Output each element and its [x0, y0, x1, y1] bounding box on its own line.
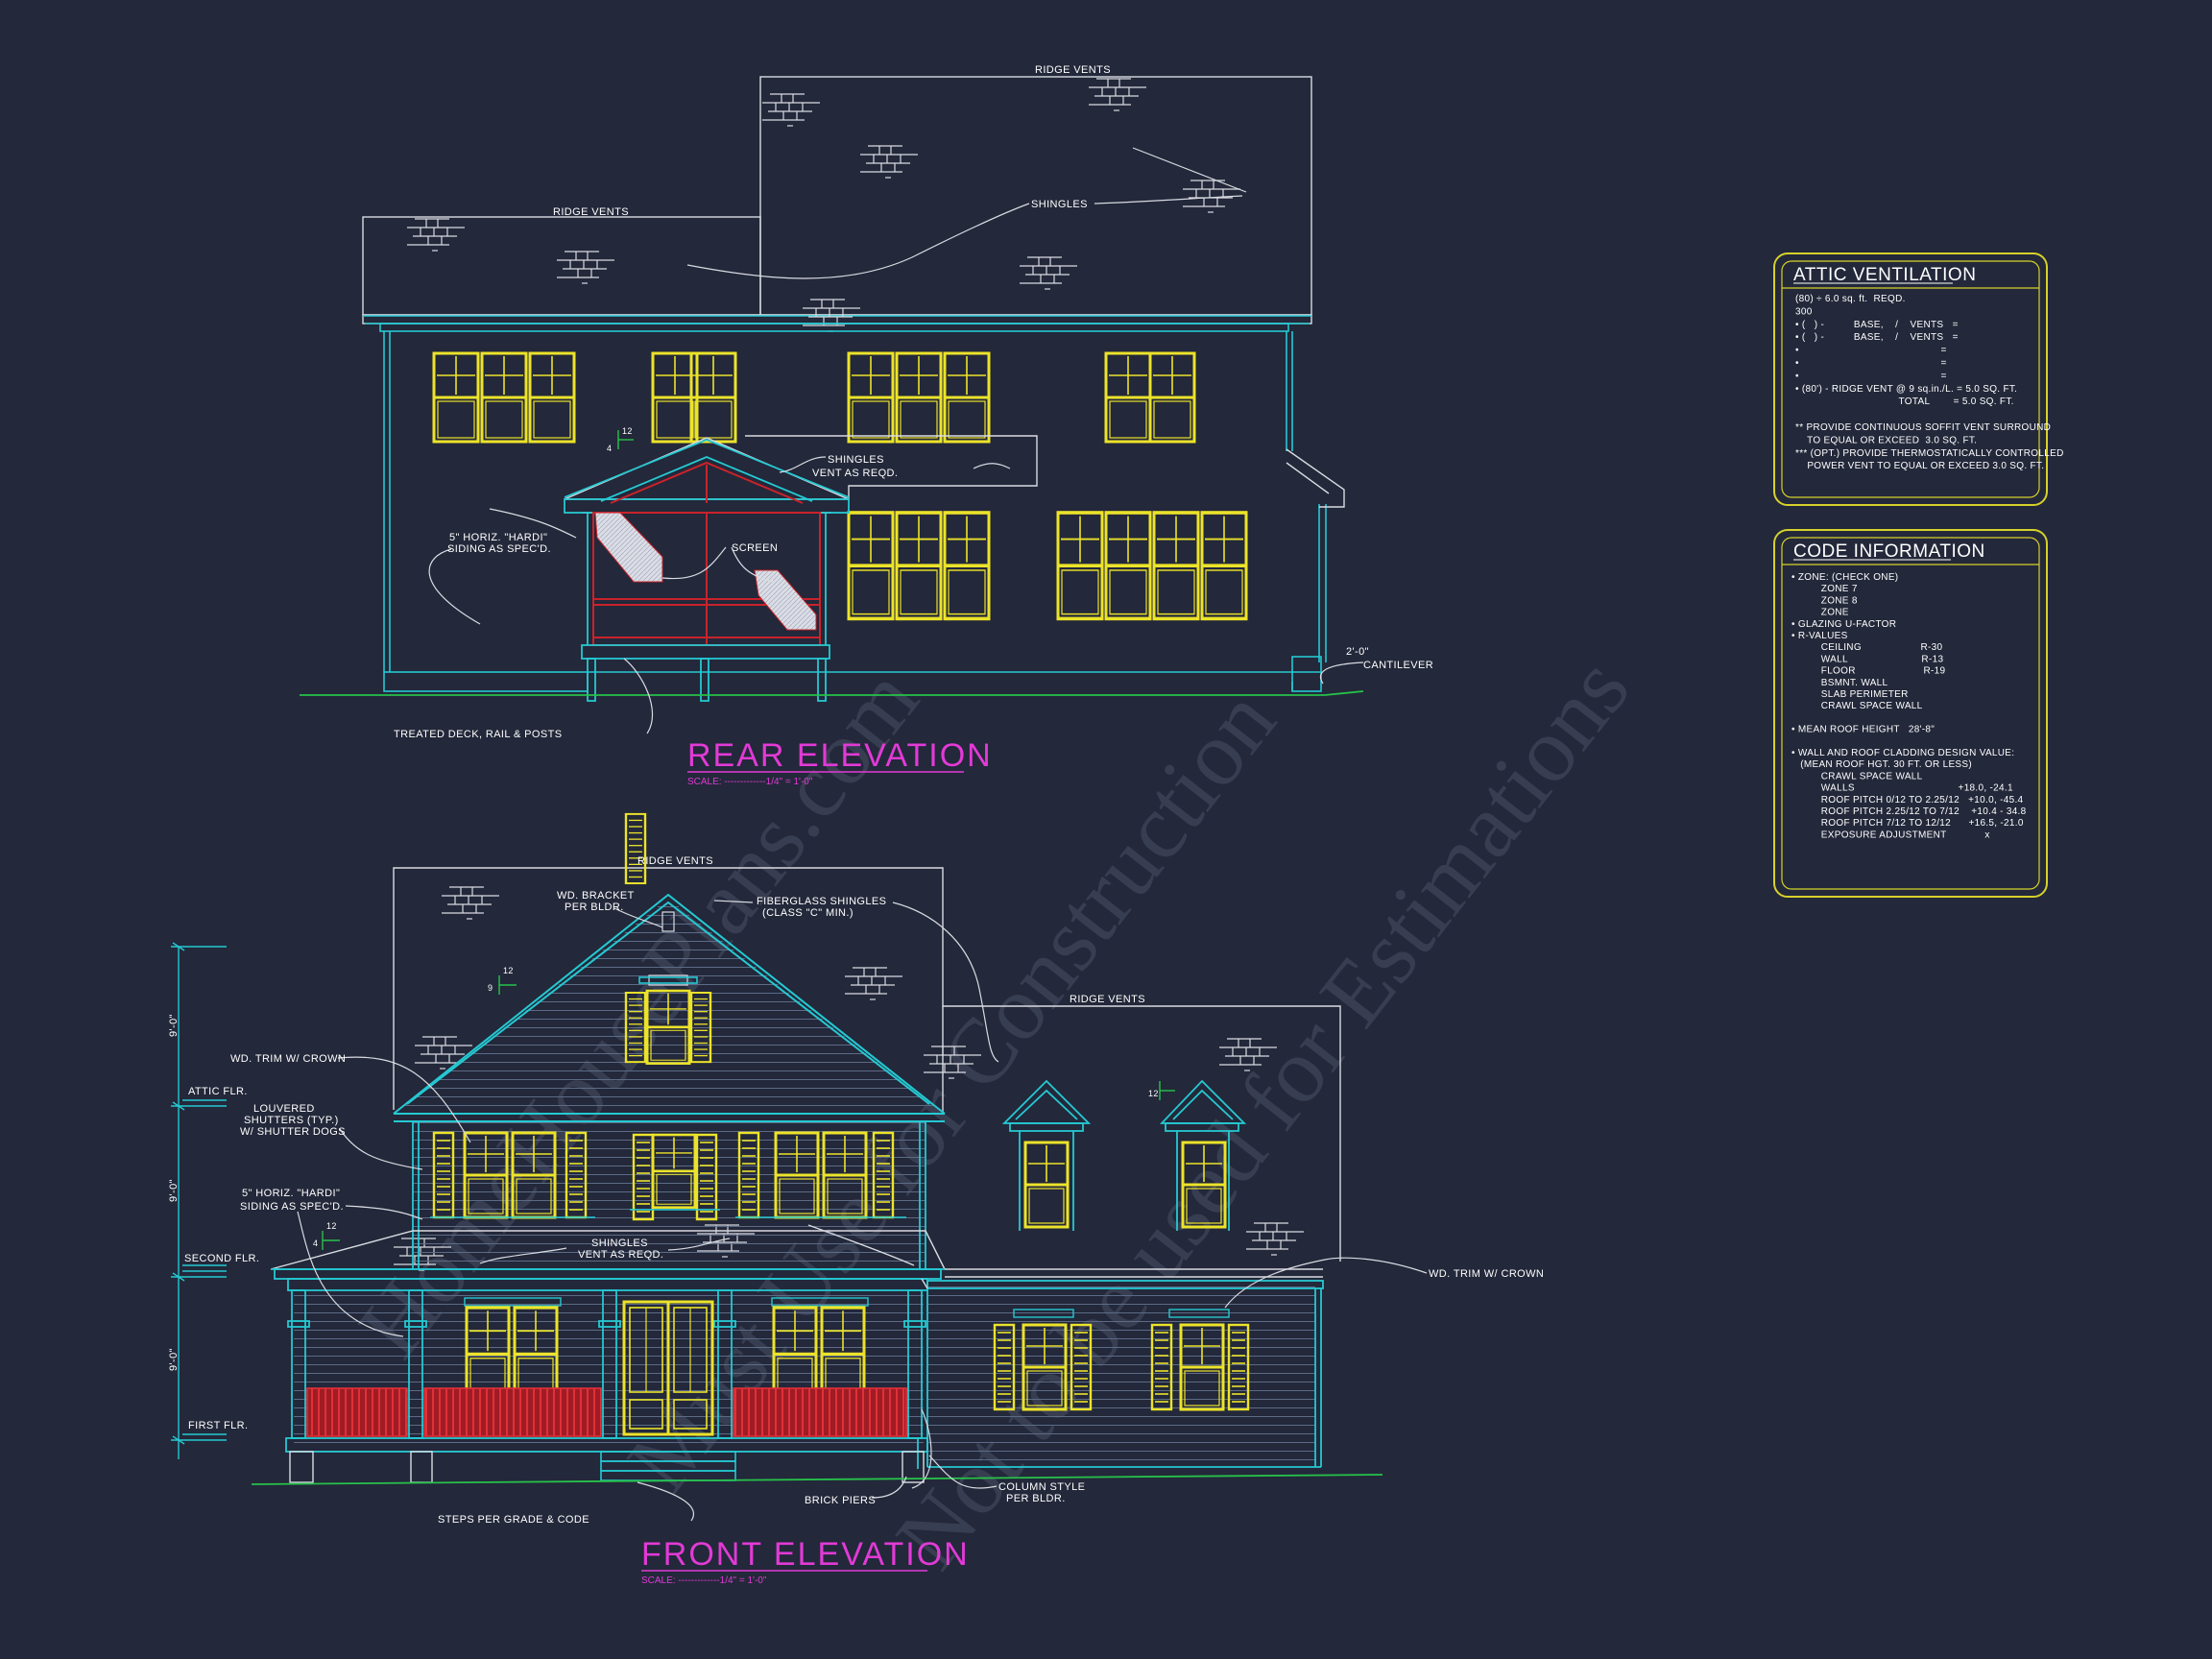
attic-line: • =: [1795, 371, 1947, 381]
front-level-second-flr: SECOND FLR.: [184, 1253, 259, 1264]
attic-line: POWER VENT TO EQUAL OR EXCEED 3.0 SQ. FT…: [1795, 461, 2044, 471]
front-dim-mid: 9'-0": [168, 1179, 180, 1202]
rear-elevation-drawing: RIDGE VENTS RIDGE VENTS SHINGLES SHINGLE…: [300, 64, 1433, 787]
front-elevation-title: FRONT ELEVATION: [641, 1536, 970, 1573]
front-elevation-scale: SCALE: -------------1/4" = 1'-0": [641, 1575, 767, 1586]
code-line: CEILING R-30: [1791, 642, 1942, 653]
front-note-steps: STEPS PER GRADE & CODE: [438, 1514, 589, 1526]
code-line: • MEAN ROOF HEIGHT 28'-8": [1791, 725, 1935, 735]
front-note-fiberglass-2: (CLASS "C" MIN.): [762, 907, 854, 919]
front-note-shutters-1: LOUVERED: [253, 1103, 315, 1115]
rear-note-siding-2: SIDING AS SPEC'D.: [447, 543, 551, 555]
front-elevation-drawing: RIDGE VENTS RIDGE VENTS WD. BRACKET PER …: [168, 812, 1544, 1586]
front-note-shutters-3: W/ SHUTTER DOGS: [240, 1126, 346, 1138]
rear-elevation-scale: SCALE: -------------1/4" = 1'-0": [687, 777, 813, 787]
rear-note-ridge-vents-upper: RIDGE VENTS: [1035, 64, 1111, 76]
code-line: WALLS +18.0, -24.1: [1791, 783, 2013, 794]
code-line: BSMNT. WALL: [1791, 678, 1888, 688]
front-pitch-porch-run: 4: [313, 1238, 318, 1248]
rear-note-cantilever: CANTILEVER: [1363, 660, 1433, 671]
code-line: EXPOSURE ADJUSTMENT x: [1791, 830, 1990, 840]
rear-note-deck: TREATED DECK, RAIL & POSTS: [394, 729, 562, 740]
attic-line: • ( ) - BASE, / VENTS =: [1795, 332, 1959, 343]
front-dim-upper: 9'-0": [168, 1014, 180, 1037]
front-pitch-main-run: 9: [488, 983, 493, 993]
attic-ventilation-title: ATTIC VENTILATION: [1793, 265, 1976, 285]
attic-line: TOTAL = 5.0 SQ. FT.: [1795, 397, 2014, 407]
code-line: • ZONE: (CHECK ONE): [1791, 572, 1898, 583]
code-line: FLOOR R-19: [1791, 666, 1946, 677]
attic-ventilation-panel: ATTIC VENTILATION (80) ÷ 6.0 sq. ft. REQ…: [1773, 252, 2064, 506]
front-note-column-2: PER BLDR.: [1006, 1493, 1066, 1504]
code-line: ZONE: [1791, 608, 1849, 618]
attic-line: • ( ) - BASE, / VENTS =: [1795, 320, 1959, 330]
front-note-bracket-1: WD. BRACKET: [557, 890, 635, 902]
attic-line: • =: [1795, 346, 1947, 356]
front-note-siding-1: 5" HORIZ. "HARDI": [242, 1188, 340, 1199]
rear-pitch-rise: 12: [622, 426, 633, 436]
rear-note-cantilever-dim: 2'-0": [1346, 646, 1369, 658]
code-line: CRAWL SPACE WALL: [1791, 701, 1923, 711]
front-note-shingles-vent-2: VENT AS REQD.: [578, 1249, 663, 1261]
front-pitch-dormer: 12: [1148, 1089, 1159, 1098]
front-note-shutters-2: SHUTTERS (TYP.): [244, 1115, 339, 1126]
attic-line: *** (OPT.) PROVIDE THERMOSTATICALLY CONT…: [1795, 448, 2064, 459]
front-pitch-porch-rise: 12: [326, 1221, 337, 1231]
code-line: CRAWL SPACE WALL: [1791, 771, 1923, 781]
attic-line: TO EQUAL OR EXCEED 3.0 SQ. FT.: [1795, 435, 1977, 445]
front-note-trim-crown-right: WD. TRIM W/ CROWN: [1429, 1268, 1544, 1280]
front-level-attic-flr: ATTIC FLR.: [188, 1086, 248, 1097]
code-line: (MEAN ROOF HGT. 30 FT. OR LESS): [1791, 759, 1972, 770]
rear-note-shingles-vent-2: VENT AS REQD.: [812, 468, 898, 479]
rear-note-shingles: SHINGLES: [1031, 199, 1088, 210]
code-information-lines: • ZONE: (CHECK ONE) ZONE 7 ZONE 8 ZONE• …: [1791, 572, 2027, 840]
code-information-title: CODE INFORMATION: [1793, 541, 1985, 562]
front-level-first-flr: FIRST FLR.: [188, 1420, 248, 1431]
code-information-panel: CODE INFORMATION • ZONE: (CHECK ONE) ZON…: [1773, 529, 2048, 898]
code-line: • R-VALUES: [1791, 631, 1848, 641]
front-note-trim-crown-left: WD. TRIM W/ CROWN: [230, 1053, 346, 1065]
rear-note-ridge-vents-lower: RIDGE VENTS: [553, 206, 629, 218]
code-line: ROOF PITCH 0/12 TO 2.25/12 +10.0, -45.4: [1791, 795, 2024, 805]
code-line: ZONE 7: [1791, 584, 1858, 594]
attic-line: (80) ÷ 6.0 sq. ft. REQD.: [1795, 294, 1906, 304]
front-note-siding-2: SIDING AS SPEC'D.: [240, 1201, 344, 1213]
rear-elevation-title: REAR ELEVATION: [687, 737, 993, 774]
code-line: • GLAZING U-FACTOR: [1791, 619, 1896, 630]
front-pitch-main-rise: 12: [503, 966, 514, 975]
front-dim-lower: 9'-0": [168, 1348, 180, 1371]
code-line: ROOF PITCH 7/12 TO 12/12 +16.5, -21.0: [1791, 818, 2024, 829]
attic-line: • =: [1795, 358, 1947, 369]
front-note-shingles-vent-1: SHINGLES: [591, 1238, 648, 1249]
code-line: • WALL AND ROOF CLADDING DESIGN VALUE:: [1791, 748, 2014, 758]
front-note-ridge-vents-left: RIDGE VENTS: [637, 855, 713, 867]
front-note-fiberglass-1: FIBERGLASS SHINGLES: [757, 896, 886, 907]
attic-line: 300: [1795, 306, 1813, 317]
code-line: ZONE 8: [1791, 595, 1858, 606]
rear-note-shingles-vent-1: SHINGLES: [828, 454, 884, 466]
front-note-bracket-2: PER BLDR.: [565, 902, 624, 913]
code-line: ROOF PITCH 2.25/12 TO 7/12 +10.4 - 34.8: [1791, 806, 2027, 817]
front-note-brick-piers: BRICK PIERS: [805, 1495, 876, 1506]
code-line: WALL R-13: [1791, 654, 1943, 664]
attic-line: ** PROVIDE CONTINUOUS SOFFIT VENT SURROU…: [1795, 422, 2051, 433]
rear-pitch-run: 4: [607, 444, 612, 453]
attic-line: • (80') - RIDGE VENT @ 9 sq.in./L. = 5.0…: [1795, 384, 2017, 395]
rear-note-siding-1: 5" HORIZ. "HARDI": [449, 532, 547, 543]
code-line: SLAB PERIMETER: [1791, 689, 1909, 700]
rear-note-screen: SCREEN: [732, 542, 778, 554]
attic-ventilation-lines: (80) ÷ 6.0 sq. ft. REQD. 300 • ( ) - BASE,…: [1795, 294, 2064, 471]
front-note-column-1: COLUMN STYLE: [998, 1481, 1085, 1493]
front-note-ridge-vents-right: RIDGE VENTS: [1070, 994, 1145, 1005]
